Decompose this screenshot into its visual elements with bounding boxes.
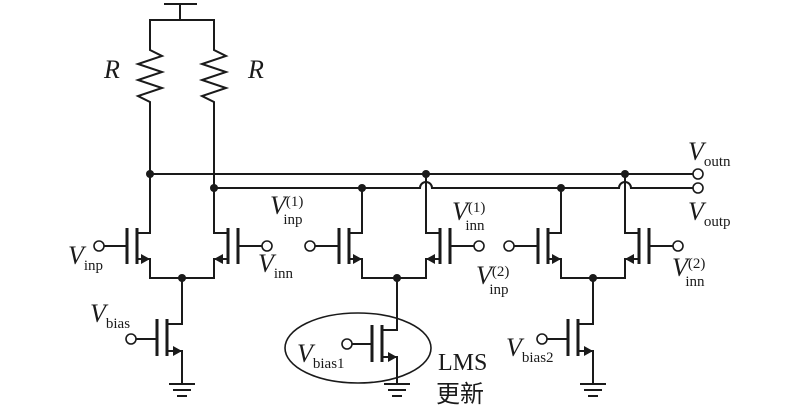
lms-label: LMS: [438, 350, 487, 376]
vout-p-terminal[interactable]: [692, 182, 704, 194]
vinn-label-main: Vinn: [258, 249, 294, 282]
bias-transistor-tap1: [341, 325, 410, 397]
vbias2-label: Vbias2: [506, 333, 554, 366]
vinp-label-main: Vinp: [68, 241, 103, 274]
supply-rail: [149, 3, 215, 43]
vout-n-label: Voutn: [688, 137, 731, 170]
vbias1-label: Vbias1: [297, 339, 345, 372]
update-label: 更新: [436, 381, 484, 408]
vinn2-label: V(2)inn: [672, 253, 705, 290]
output-bus-p: [213, 181, 694, 190]
diff-pair-tap1: [304, 173, 485, 331]
resistor-left: [134, 41, 166, 111]
vout-n-terminal[interactable]: [692, 168, 704, 180]
resistor-label-left: R: [103, 55, 120, 84]
vbias-label: Vbias: [90, 299, 130, 332]
bias-transistor-main: [125, 319, 195, 397]
resistor-right: [198, 41, 230, 111]
vinp2-label: V(2)inp: [476, 261, 509, 298]
diff-pair-tap2: [503, 173, 684, 325]
vinn1-label: V(1)inn: [452, 197, 485, 234]
lms-highlight-ellipse: [284, 312, 432, 384]
bias-transistor-tap2: [536, 319, 606, 397]
diff-pair-main: [93, 173, 273, 325]
resistor-label-right: R: [247, 55, 264, 84]
vinp1-label: V(1)inp: [270, 191, 303, 228]
vout-p-label: Voutp: [688, 197, 731, 230]
